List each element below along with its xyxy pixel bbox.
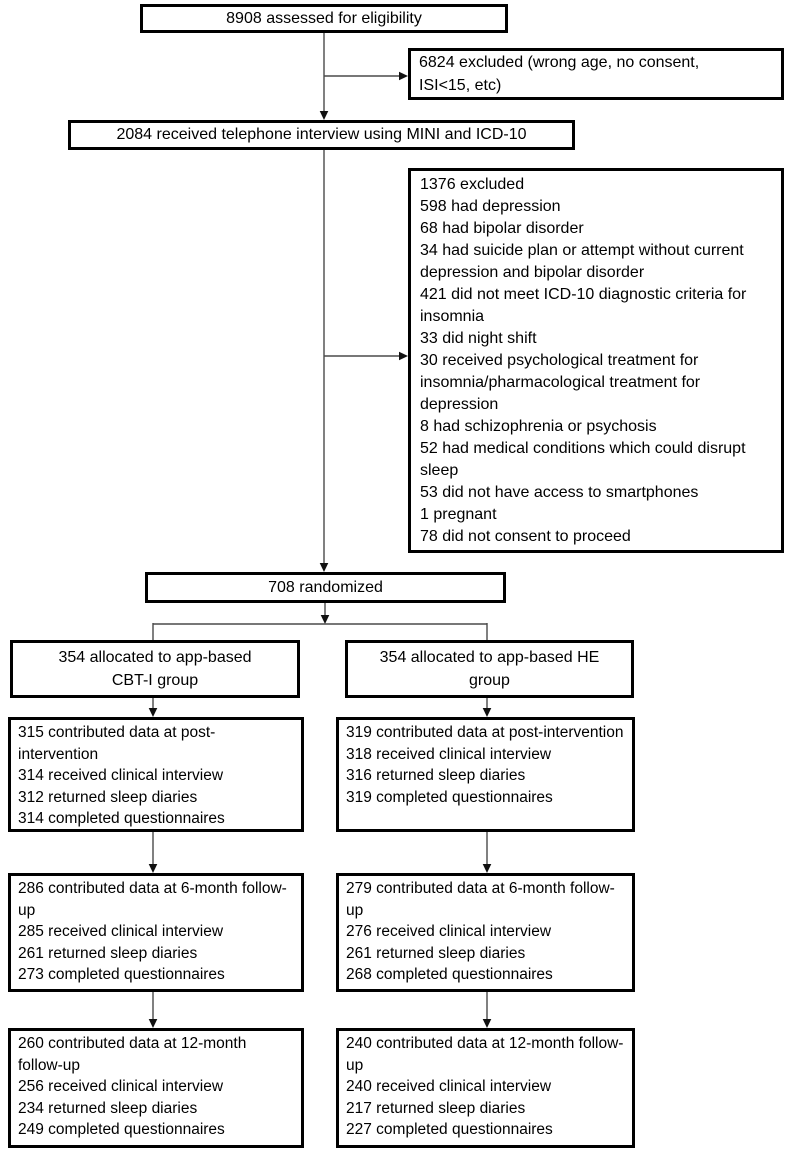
box-text-line: 314 received clinical interview: [18, 767, 224, 784]
box-text-line: CBT-I group: [111, 672, 199, 689]
box-text-line: 6824 excluded (wrong age, no consent,: [419, 54, 700, 71]
box-text-line: 1 pregnant: [420, 506, 497, 523]
box-cbti-post-intervention: 315 contributed data at post-interventio…: [8, 717, 304, 832]
box-text-line: 249 completed questionnaires: [18, 1121, 225, 1138]
box-text-line: 234 returned sleep diaries: [18, 1099, 198, 1117]
box-cbti-12-month-followup: 260 contributed data at 12-month follow-…: [8, 1028, 304, 1148]
box-label: 2084 received telephone interview using …: [116, 126, 527, 143]
box-assessed-eligibility: 8908 assessed for eligibility: [140, 4, 508, 33]
box-label: 8908 assessed for eligibility: [226, 9, 422, 27]
arrowhead-he-12m: [482, 1019, 492, 1028]
box-text-line: 354 allocated to app-based HE: [379, 649, 600, 666]
box-text-line: 1376 excluded: [420, 176, 525, 193]
box-he-post-intervention: 319 contributed data at post-interventio…: [336, 717, 635, 832]
arrowhead-he-post: [482, 708, 492, 717]
arrowhead-excluded-interview: [399, 351, 408, 361]
arrowhead-cbti-post: [148, 708, 158, 717]
box-text-line: 256 received clinical interview: [18, 1078, 224, 1095]
box-text-line: 598 had depression: [420, 198, 561, 215]
box-text-line: 78 did not consent to proceed: [420, 528, 631, 545]
box-text-line: 319 contributed data at post-interventio…: [346, 724, 624, 741]
box-text-line: 314 completed questionnaires: [18, 810, 225, 827]
box-text-line: 33 did night shift: [420, 330, 537, 347]
box-allocated-he-group: 354 allocated to app-based HE group: [345, 640, 634, 698]
box-text-line: 319 completed questionnaires: [346, 788, 553, 806]
box-text-line: 268 completed questionnaires: [346, 966, 553, 983]
box-text-line: 52 had medical conditions which could di…: [420, 440, 746, 479]
box-text-line: 316 returned sleep diaries: [346, 767, 526, 784]
box-text-line: 318 received clinical interview: [346, 745, 552, 763]
box-he-12-month-followup: 240 contributed data at 12-month follow-…: [336, 1028, 635, 1148]
box-cbti-6-month-followup: 286 contributed data at 6-month follow-u…: [8, 873, 304, 992]
box-text-line: 261 returned sleep diaries: [18, 944, 198, 962]
box-randomized: 708 randomized: [145, 572, 506, 603]
box-text-line: ISI<15, etc): [419, 77, 502, 94]
box-text-line: 8 had schizophrenia or psychosis: [420, 418, 657, 435]
box-text-line: 260 contributed data at 12-month follow-…: [18, 1035, 247, 1074]
box-text-line: 30 received psychological treatment for …: [420, 352, 701, 413]
box-text-line: group: [469, 672, 510, 689]
arrowhead-cbti-6m: [148, 864, 158, 873]
box-text-line: 354 allocated to app-based: [58, 649, 252, 666]
box-he-6-month-followup: 279 contributed data at 6-month follow-u…: [336, 873, 635, 992]
box-text-line: 286 contributed data at 6-month follow-u…: [18, 880, 287, 919]
arrowhead-cbti-12m: [148, 1019, 158, 1028]
arrowhead-randomized: [319, 563, 329, 572]
box-text-line: 285 received clinical interview: [18, 923, 224, 940]
arrowhead-interview: [319, 111, 329, 120]
box-text-line: 315 contributed data at post-interventio…: [18, 724, 216, 763]
box-text-line: 217 returned sleep diaries: [346, 1099, 526, 1117]
box-text-line: 312 returned sleep diaries: [18, 788, 198, 806]
arrowhead-split: [320, 615, 330, 624]
box-text-line: 240 contributed data at 12-month follow-…: [346, 1035, 624, 1074]
box-text-line: 34 had suicide plan or attempt without c…: [420, 242, 744, 281]
box-text-line: 276 received clinical interview: [346, 923, 552, 940]
box-excluded-screening: 6824 excluded (wrong age, no consent, ISI…: [408, 48, 784, 100]
box-text-line: 279 contributed data at 6-month follow-u…: [346, 880, 615, 919]
box-text-line: 240 received clinical interview: [346, 1078, 552, 1095]
box-text-line: 273 completed questionnaires: [18, 966, 225, 983]
box-text-line: 421 did not meet ICD-10 diagnostic crite…: [420, 286, 747, 325]
box-text-line: 261 returned sleep diaries: [346, 944, 526, 962]
arrowhead-excluded-screening: [399, 71, 408, 81]
box-text-line: 227 completed questionnaires: [346, 1121, 553, 1138]
box-telephone-interview: 2084 received telephone interview using …: [68, 120, 575, 150]
arrowhead-he-6m: [482, 864, 492, 873]
box-label: 708 randomized: [268, 578, 383, 596]
box-text-line: 53 did not have access to smartphones: [420, 484, 699, 501]
box-text-line: 68 had bipolar disorder: [420, 220, 584, 237]
box-excluded-interview: 1376 excluded 598 had depression 68 had bi…: [408, 168, 784, 553]
